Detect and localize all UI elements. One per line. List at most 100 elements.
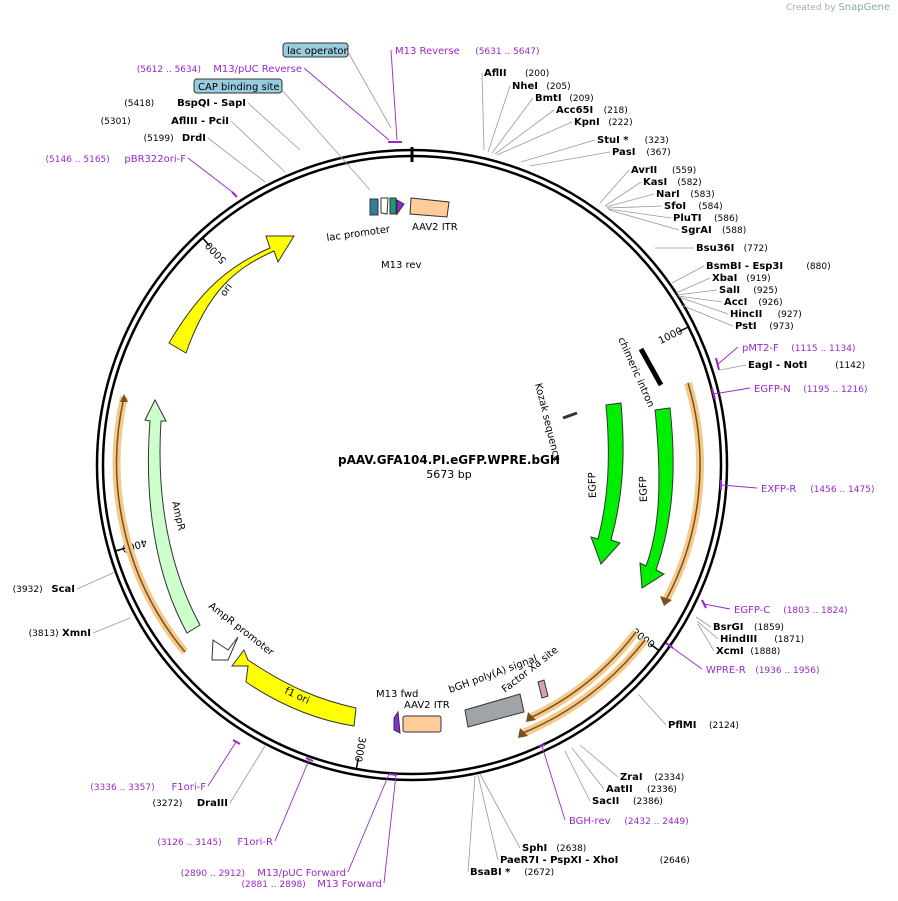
enzyme-leader: [229, 745, 266, 804]
tick-mark: [115, 547, 126, 552]
egfp-inner-arrow[interactable]: [590, 402, 624, 565]
enzyme-name: EagI - NotI: [748, 360, 807, 371]
tick-mark: [202, 238, 211, 247]
primer-leader: [713, 387, 751, 395]
lac-operator-block: [380, 197, 389, 215]
aav2-itr-top[interactable]: [409, 197, 450, 218]
enzyme-position: (218): [604, 106, 628, 116]
enzyme-leader: [564, 750, 591, 802]
primer-leader: [703, 603, 731, 610]
enzyme-position: (200): [525, 69, 549, 79]
enzyme-name: NheI: [512, 81, 538, 92]
primer-range: (1195 .. 1216): [803, 385, 867, 395]
tick-mark: [678, 326, 688, 333]
egfp-outer-label: EGFP: [638, 476, 650, 502]
primer-name: M13/pUC Forward: [257, 868, 346, 879]
enzyme-position: (2336): [647, 785, 677, 795]
enzyme-leader: [671, 265, 705, 284]
enzyme-position: (588): [722, 226, 746, 236]
primer-range: (2881 .. 2898): [242, 880, 306, 890]
cap-leader: [281, 89, 371, 191]
enzyme-position: (2638): [556, 844, 586, 854]
enzyme-name: AflIII - PciI: [171, 116, 229, 127]
enzyme-position: (772): [744, 244, 768, 254]
enzyme-position: (2386): [633, 797, 663, 807]
enzyme-name: SgrAI: [681, 225, 712, 236]
ori-arrow[interactable]: [168, 235, 295, 354]
enzyme-name: PflMI: [668, 720, 696, 731]
enzyme-name: PaeR7I - PspXI - XhoI: [500, 855, 618, 866]
enzyme-name: SalI: [719, 285, 740, 296]
enzyme-position: (2124): [709, 721, 739, 731]
kozak-marker: [562, 411, 578, 420]
enzyme-position: (3813): [29, 629, 59, 639]
aav2-itr-bottom[interactable]: [402, 715, 442, 733]
enzyme-name: BsmBI - Esp3I: [706, 261, 783, 272]
enzyme-leader: [605, 193, 655, 208]
egfp-outer-arrow[interactable]: [639, 407, 674, 589]
primer-name: M13 Reverse: [395, 46, 460, 57]
primer-range: (1936 .. 1956): [755, 666, 819, 676]
enzyme-name: AatII: [606, 784, 633, 795]
enzyme-leader: [719, 364, 747, 371]
enzyme-leader: [494, 109, 555, 155]
primer-range: (2432 .. 2449): [624, 817, 688, 827]
primer-leader: [187, 157, 236, 195]
enzyme-name: Acc65I: [556, 105, 593, 116]
primer-range: (1456 .. 1475): [810, 485, 874, 495]
lac-operator-label: lac operator: [287, 46, 348, 57]
orange-arrowheads: [120, 394, 672, 738]
primer-name: M13/pUC Reverse: [213, 64, 302, 75]
tick-mark: [355, 757, 360, 769]
enzyme-position: (5301): [101, 117, 131, 127]
enzyme-leader: [599, 169, 630, 204]
enzyme-position: (584): [698, 202, 722, 212]
ampr-promoter-arrow[interactable]: [211, 636, 239, 661]
enzyme-labels-left: BspQI - SapI(5418)AflIII - PciI(5301)Drd…: [13, 98, 246, 809]
cap-site-block: [389, 197, 397, 215]
enzyme-leader: [695, 616, 712, 628]
enzyme-position: (2334): [654, 773, 684, 783]
backbone: [95, 147, 729, 782]
enzyme-position: (1859): [754, 623, 784, 633]
m13-fwd-label: M13 fwd: [376, 689, 418, 700]
primer-name: WPRE-R: [706, 665, 746, 676]
cap-binding-tag: [193, 78, 283, 94]
enzyme-position: (559): [672, 166, 696, 176]
primer-leader: [347, 773, 390, 873]
tick-label: 1000: [657, 326, 685, 347]
enzyme-leader: [678, 296, 729, 315]
enzyme-position: (1142): [835, 361, 865, 371]
enzyme-leader: [207, 137, 266, 183]
enzyme-name: PasI: [612, 147, 635, 158]
enzyme-leader: [477, 774, 499, 861]
primer-leader: [383, 774, 397, 884]
tick-mark: [649, 643, 659, 651]
primer-name: M13 Forward: [317, 879, 382, 890]
enzyme-position: (586): [714, 214, 738, 224]
credit-brand: SnapGene: [838, 2, 890, 13]
enzyme-name: SphI: [522, 843, 547, 854]
enzyme-name: NarI: [656, 189, 680, 200]
enzyme-leader: [677, 295, 723, 303]
enzyme-leader: [697, 623, 715, 652]
enzyme-leader: [676, 289, 718, 296]
primer-labels: M13 Reverse(5631 .. 5647)M13/pUC Reverse…: [46, 46, 875, 890]
enzyme-name: KasI: [643, 177, 667, 188]
f1ori-arrow[interactable]: [231, 648, 357, 727]
ampr-arrow[interactable]: [144, 398, 201, 634]
primer-name: F1ori-R: [237, 837, 273, 848]
bgh-polya-box[interactable]: [464, 693, 525, 728]
enzyme-name: SacII: [592, 796, 619, 807]
enzyme-leader: [92, 617, 131, 634]
enzyme-leader: [479, 773, 521, 849]
enzyme-leader: [520, 139, 596, 163]
enzyme-labels-right: AflII(200)NheI(205)BmtI(209)Acc65I(218)K…: [470, 68, 865, 878]
primer-name: F1ori-F: [172, 782, 207, 793]
enzyme-position: (5199): [144, 134, 174, 144]
enzyme-name: BsrGI: [713, 622, 743, 633]
enzyme-name: AccI: [724, 297, 747, 308]
enzyme-position: (973): [769, 322, 793, 332]
enzyme-position: (3272): [152, 799, 182, 809]
lac-promoter-block: [369, 198, 379, 216]
